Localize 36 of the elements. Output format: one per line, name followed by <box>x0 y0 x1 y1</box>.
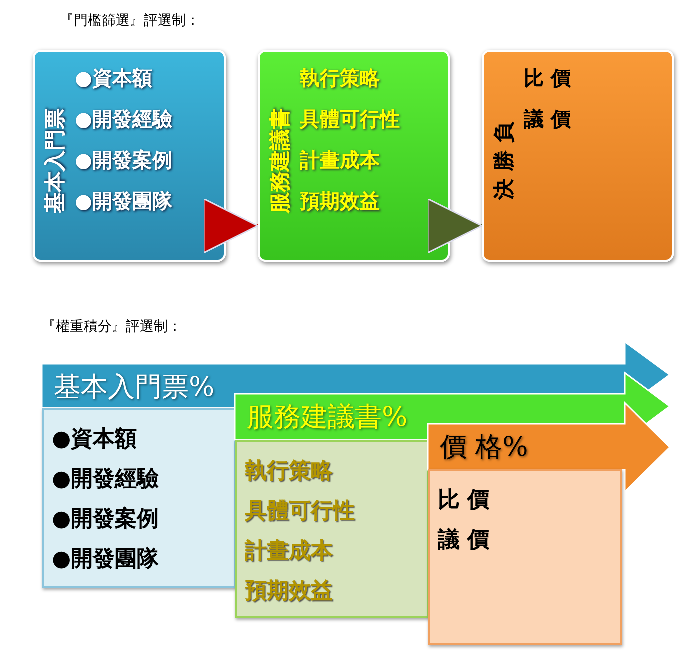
triangle-arrow <box>427 198 483 254</box>
list-item: ●開發經驗 <box>52 466 160 494</box>
list-item: ●資本額 <box>52 426 138 454</box>
list-item: 執行策略 <box>300 65 380 92</box>
list-item: ●開發案例 <box>75 147 172 174</box>
triangle-arrow <box>203 198 259 254</box>
list-item: 執行策略 <box>245 458 333 486</box>
list-item: 具體可行性 <box>300 106 400 133</box>
band-heading: 服務建議書% <box>247 401 408 435</box>
list-item: 預期效益 <box>245 578 333 606</box>
rounded-box <box>33 50 226 262</box>
vertical-heading: 基本入門票 <box>42 108 68 216</box>
list-item: ●開發案例 <box>52 506 160 534</box>
list-item: 具體可行性 <box>245 498 355 526</box>
list-item: ●開發團隊 <box>52 546 160 574</box>
list-item: 計畫成本 <box>300 147 380 174</box>
list-item: ●開發經驗 <box>75 106 172 133</box>
list-item: ●開發團隊 <box>75 188 172 215</box>
list-item: 預期效益 <box>300 188 380 215</box>
rounded-box <box>258 50 450 262</box>
band-heading: 基本入門票% <box>54 371 215 405</box>
section-heading: 『門檻篩選』評選制： <box>60 12 200 30</box>
list-panel <box>235 440 429 618</box>
vertical-heading: 服務建議書 <box>267 108 293 216</box>
list-item: 議 價 <box>438 527 490 555</box>
rounded-box <box>482 50 674 262</box>
list-item: 比 價 <box>438 487 490 515</box>
list-item: 計畫成本 <box>245 538 333 566</box>
band-heading: 價 格% <box>440 431 528 465</box>
list-item: 議 價 <box>524 106 571 133</box>
list-panel <box>42 408 236 588</box>
vertical-heading: 決 勝 負 <box>491 121 517 202</box>
section-heading: 『權重積分』評選制： <box>42 318 182 336</box>
list-item: 比 價 <box>524 65 571 92</box>
list-panel <box>428 469 622 645</box>
list-item: ●資本額 <box>75 65 152 92</box>
